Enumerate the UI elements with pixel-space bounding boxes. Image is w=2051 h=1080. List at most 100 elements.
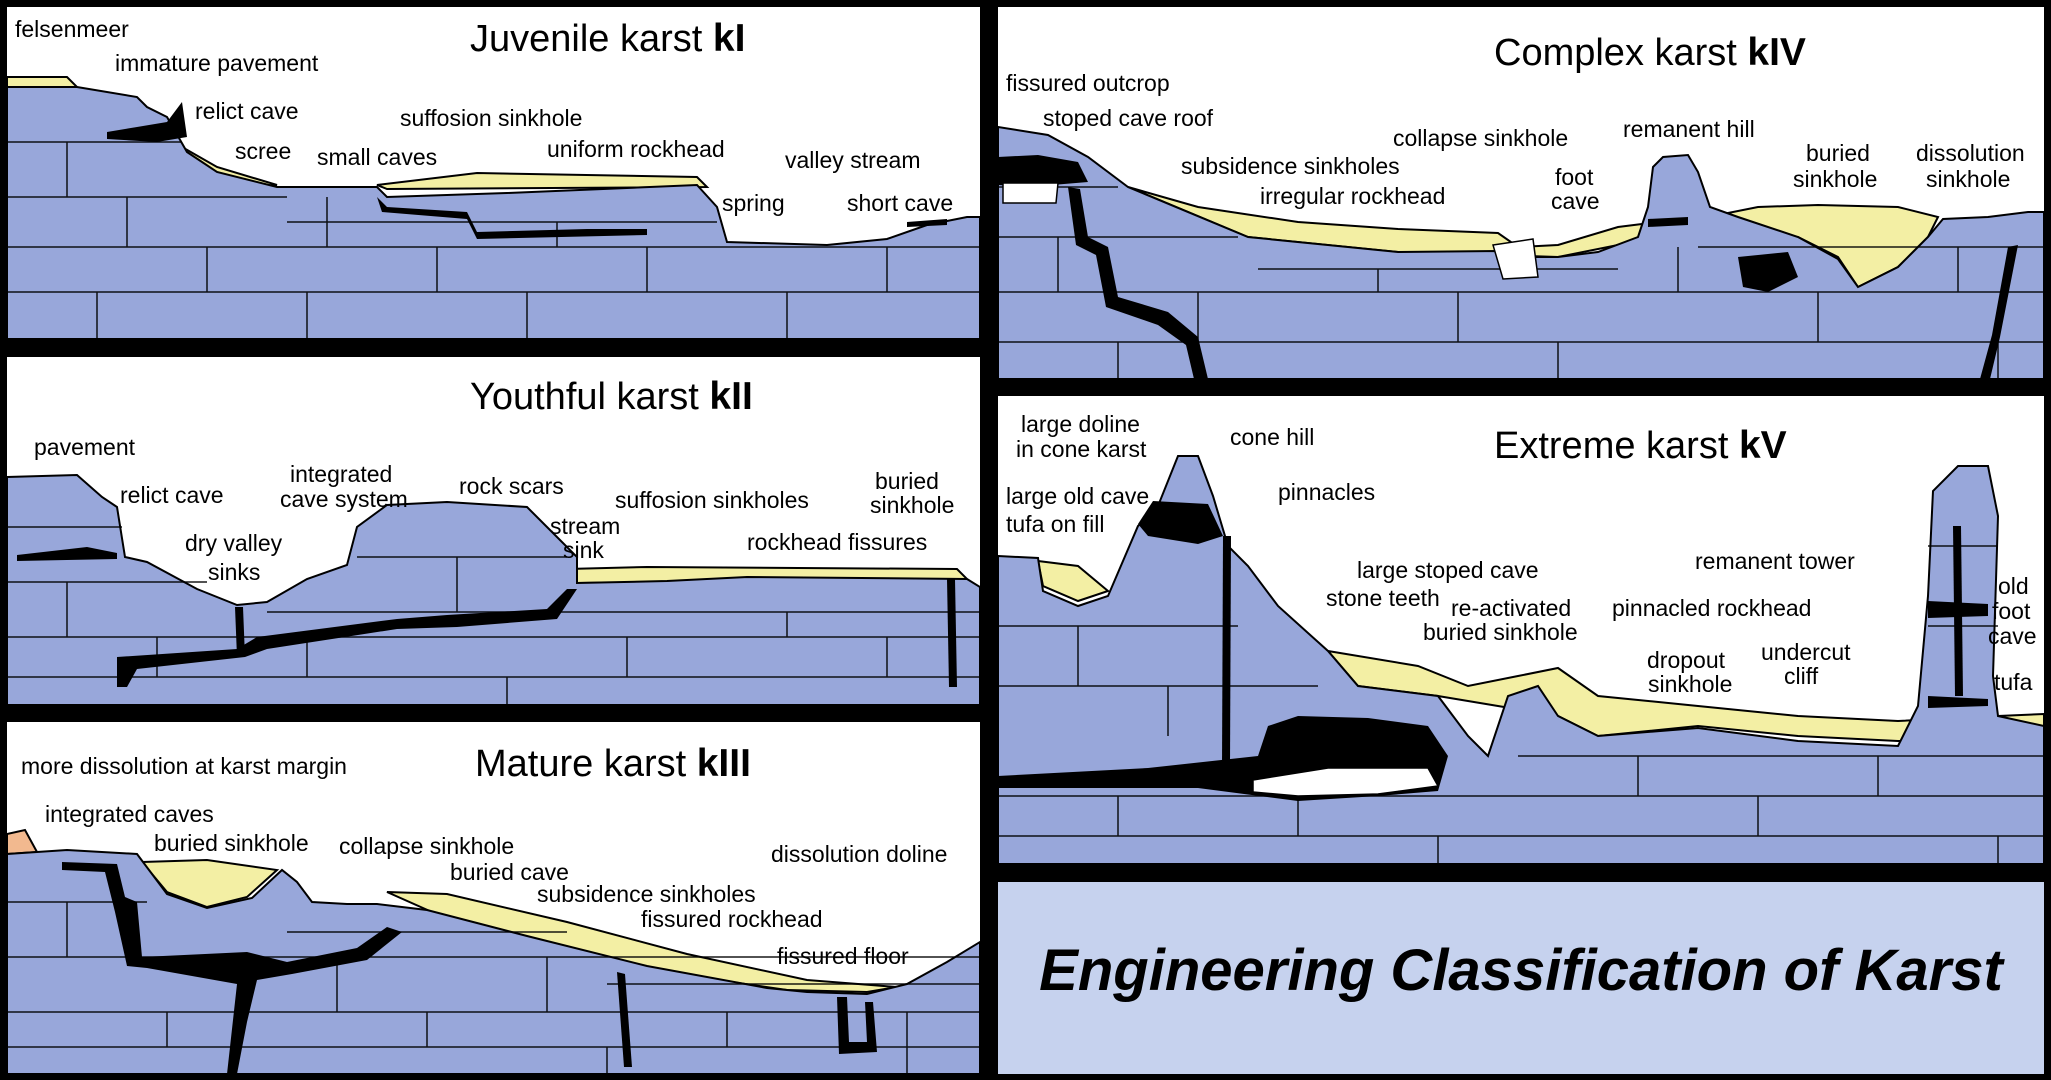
youthful-karst-cross-section bbox=[7, 473, 980, 705]
label-cliff: cliff bbox=[1784, 663, 1819, 689]
panel-title-text: Complex karst bbox=[1494, 32, 1737, 74]
label-sinkhole: sinkhole bbox=[870, 492, 955, 518]
soil-cover bbox=[7, 76, 80, 88]
panel-juvenile-karst: Juvenile karst kI felsenmeer immature pa… bbox=[7, 7, 980, 339]
label-suffosion-sinkhole: suffosion sinkhole bbox=[400, 105, 583, 131]
collapse-sinkhole-fill bbox=[1492, 238, 1539, 280]
undercut-notch bbox=[1928, 696, 1988, 708]
label-more-dissolution: more dissolution at karst margin bbox=[21, 753, 347, 779]
fissured-floor bbox=[837, 997, 877, 1054]
panel-title: Complex karst kIV bbox=[1494, 31, 1806, 75]
label-tufa-on-fill: tufa on fill bbox=[1006, 511, 1105, 537]
label-foot: foot bbox=[1555, 164, 1594, 190]
caption-panel: Engineering Classification of Karst bbox=[998, 882, 2044, 1074]
label-undercut: undercut bbox=[1761, 639, 1851, 665]
label-dissolution: dissolution bbox=[1916, 140, 2025, 166]
label-tufa: tufa bbox=[1994, 669, 2033, 695]
limestone-bedrock bbox=[998, 125, 2044, 379]
label-cone-hill: cone hill bbox=[1230, 424, 1315, 450]
foot-cave bbox=[1648, 217, 1688, 227]
panel-youthful-karst: Youthful karst kII pavement relict cave … bbox=[7, 357, 980, 705]
label-dissolution-doline: dissolution doline bbox=[771, 841, 948, 867]
label-remanent-tower: remanent tower bbox=[1695, 548, 1855, 574]
label-irregular-rockhead: irregular rockhead bbox=[1260, 183, 1446, 209]
rockhead-fissures bbox=[617, 972, 632, 1067]
label-integrated-caves: integrated caves bbox=[45, 801, 214, 827]
joint-fissure bbox=[1222, 536, 1231, 768]
extreme-karst-cross-section bbox=[998, 455, 2044, 864]
label-large-old-cave: large old cave bbox=[1006, 483, 1150, 509]
collapse-rubble bbox=[1252, 767, 1440, 797]
label-collapse-sinkhole: collapse sinkhole bbox=[339, 833, 515, 859]
label-dropout: dropout bbox=[1647, 647, 1726, 673]
label-buried-cave: buried cave bbox=[450, 859, 569, 885]
panel-title: Youthful karst kII bbox=[470, 375, 753, 419]
label-stream: stream bbox=[550, 513, 621, 539]
label-short-cave: short cave bbox=[847, 190, 954, 216]
bedding-joints bbox=[7, 141, 980, 339]
label-valley-stream: valley stream bbox=[785, 147, 921, 173]
label-dry-valley: dry valley bbox=[185, 530, 283, 556]
label-cave-system: cave system bbox=[280, 486, 408, 512]
label-spring: spring bbox=[722, 190, 785, 216]
panel-title-text: Juvenile karst bbox=[470, 18, 703, 60]
label-subsidence-sinkholes: subsidence sinkholes bbox=[1181, 153, 1400, 179]
label-subsidence-sinkholes: subsidence sinkholes bbox=[537, 881, 756, 907]
panel-title: Extreme karst kV bbox=[1494, 424, 1787, 468]
panel-code: kII bbox=[709, 375, 753, 418]
panel-code: kIV bbox=[1747, 31, 1806, 74]
large-old-cave bbox=[1138, 501, 1223, 544]
label-integrated: integrated bbox=[290, 461, 393, 487]
cave-fissure-system bbox=[1068, 187, 1208, 379]
label-stoped-cave-roof: stoped cave roof bbox=[1043, 105, 1214, 131]
label-re-activated: re-activated bbox=[1451, 595, 1572, 621]
collapse-rubble bbox=[1002, 182, 1059, 204]
label-sinkhole-2: sinkhole bbox=[1926, 166, 2011, 192]
label-rockhead-fissures: rockhead fissures bbox=[747, 529, 928, 555]
panel-title: Juvenile karst kI bbox=[470, 17, 745, 61]
panel-extreme-karst: Extreme karst kV large doline in cone ka… bbox=[998, 396, 2044, 864]
figure-caption: Engineering Classification of Karst bbox=[1039, 938, 2003, 1003]
stoped-cave-roof bbox=[998, 155, 1088, 187]
label-suffosion-sinkholes: suffosion sinkholes bbox=[615, 487, 809, 513]
label-cave: cave bbox=[1988, 623, 2037, 649]
small-caves bbox=[377, 197, 647, 239]
label-fissured-floor: fissured floor bbox=[777, 943, 909, 969]
panel-title-text: Extreme karst bbox=[1494, 425, 1729, 467]
panel-title: Mature karst kIII bbox=[475, 742, 751, 786]
buried-sinkhole-fill bbox=[139, 858, 280, 909]
relict-cave bbox=[107, 102, 187, 142]
label-remanent-hill: remanent hill bbox=[1623, 116, 1755, 142]
label-buried-sinkhole: buried sinkhole bbox=[154, 830, 309, 856]
label-buried-sinkhole: buried sinkhole bbox=[1423, 619, 1578, 645]
label-uniform-rockhead: uniform rockhead bbox=[547, 136, 725, 162]
tower-fissure bbox=[1953, 526, 1963, 696]
rockhead-fissure bbox=[947, 579, 957, 687]
limestone-bedrock bbox=[7, 848, 980, 1074]
limestone-bedrock bbox=[7, 473, 980, 705]
label-fissured-outcrop: fissured outcrop bbox=[1006, 70, 1170, 96]
panel-code: kIII bbox=[696, 742, 751, 785]
panel-title-text: Youthful karst bbox=[470, 376, 699, 418]
bedding-joints bbox=[7, 526, 980, 705]
integrated-caves bbox=[62, 862, 402, 1074]
label-collapse-sinkhole: collapse sinkhole bbox=[1393, 125, 1569, 151]
uniform-rockhead-soil bbox=[376, 171, 710, 191]
label-large-doline: large doline bbox=[1021, 411, 1140, 437]
label-immature-pavement: immature pavement bbox=[115, 50, 319, 76]
label-sinks: sinks bbox=[208, 559, 261, 585]
label-buried: buried bbox=[875, 468, 939, 494]
label-small-caves: small caves bbox=[317, 144, 438, 170]
label-relict-cave: relict cave bbox=[120, 482, 224, 508]
label-foot: foot bbox=[1992, 598, 2031, 624]
label-dropout-sinkhole: sinkhole bbox=[1648, 671, 1733, 697]
short-cave bbox=[907, 219, 947, 227]
label-fissured-rockhead: fissured rockhead bbox=[641, 906, 823, 932]
label-in-cone-karst: in cone karst bbox=[1016, 436, 1147, 462]
panel-code: kI bbox=[712, 17, 746, 60]
buried-sinkhole-cave bbox=[1738, 252, 1798, 292]
dissolution-fissure bbox=[1980, 245, 2018, 379]
label-pavement: pavement bbox=[34, 434, 136, 460]
label-felsenmeer: felsenmeer bbox=[15, 16, 129, 42]
panel-title-text: Mature karst bbox=[475, 743, 687, 785]
